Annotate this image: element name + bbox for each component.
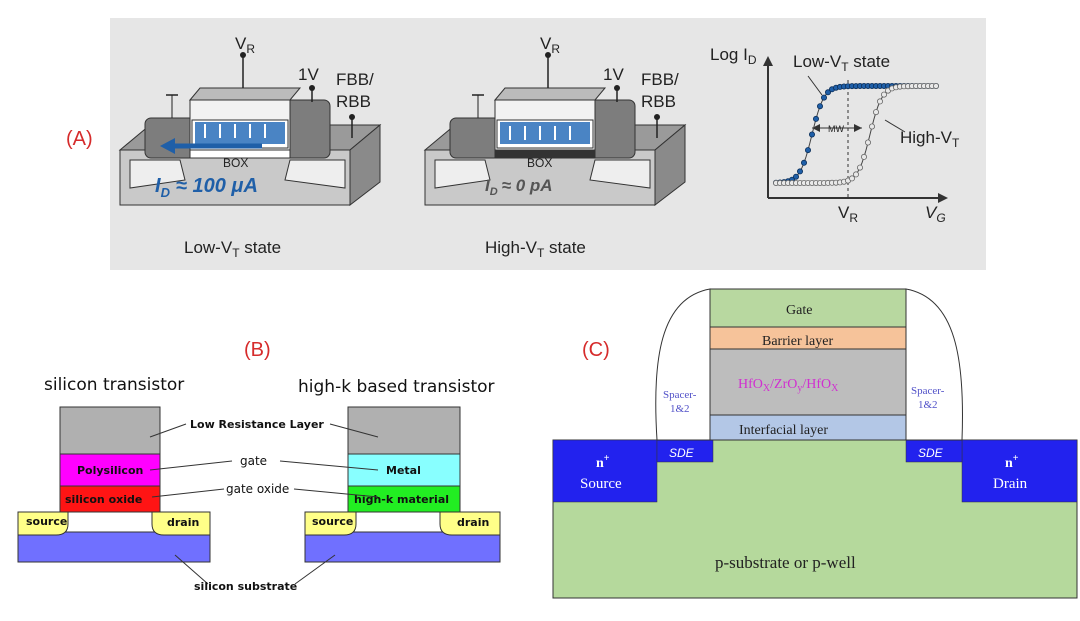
low-vt-point (797, 168, 804, 175)
low-vt-point (825, 89, 832, 96)
high-vt-point (865, 139, 872, 146)
right-metal-label: Metal (386, 464, 421, 477)
device-high-fbb-label: FBB/ (641, 70, 679, 89)
low-vt-point (805, 147, 812, 154)
right-high-k (347, 485, 461, 513)
c-gate-label: Gate (786, 303, 812, 318)
graph-mw-label: MW (828, 124, 844, 134)
silicon-substrate-label: silicon substrate (194, 580, 297, 593)
right-high-k-label: high-k material (354, 493, 449, 506)
right-drain (439, 511, 501, 536)
left-source (17, 511, 69, 536)
c-substrate-label: p-substrate or p-well (715, 553, 856, 572)
device-low-1v-label: 1V (298, 65, 319, 84)
high-vt-point (933, 83, 940, 90)
c-source-label: Source (580, 476, 622, 492)
graph-high-label: High-VT (900, 128, 960, 150)
device-low-vr-label: VR (235, 34, 255, 56)
c-drain-label: Drain (993, 476, 1028, 492)
graph-low-label: Low-VT state (793, 52, 890, 74)
silicon-transistor (17, 406, 211, 563)
low-res-layer-label: Low Resistance Layer (190, 418, 324, 431)
c-interfacial (709, 414, 907, 441)
left-low-res-layer (59, 406, 161, 455)
high-vt-point (853, 171, 860, 178)
graph-y-label: Log ID (710, 45, 757, 67)
low-vt-point (801, 159, 808, 166)
low-vt-point (813, 115, 820, 122)
panel-a-label: (A) (66, 128, 93, 150)
low-vt-point (821, 94, 828, 101)
device-high-1v-label: 1V (603, 65, 624, 84)
high-vt-curve (773, 83, 940, 186)
high-vt-point (877, 98, 884, 105)
panel-c-label: (C) (582, 339, 610, 361)
left-transistor-title: silicon transistor (44, 375, 184, 395)
device-high-caption: High-VT state (485, 238, 586, 260)
device-high-rbb-label: RBB (641, 92, 676, 111)
c-spacer-left (655, 288, 711, 441)
c-spacer-right-label-2: 1&2 (918, 399, 938, 411)
high-k-transistor (304, 406, 501, 563)
right-substrate (304, 531, 501, 563)
gate-label: gate (240, 454, 267, 468)
device-low-current-label: ID≈ 100 μA (155, 175, 258, 200)
device-low-box-label: BOX (223, 156, 248, 170)
right-source-label: source (312, 515, 353, 528)
c-nplus-drain-label: n+ (1005, 453, 1019, 471)
left-drain-label: drain (167, 516, 199, 529)
c-spacer-right (905, 288, 963, 441)
graph-x-label: VG (925, 203, 946, 225)
device-high-current-label: ID≈ 0 pA (485, 176, 553, 198)
device-low-fbb-label: FBB/ (336, 70, 374, 89)
left-drain (151, 511, 211, 536)
c-nplus-source-label: n+ (596, 453, 610, 471)
device-high-vt (423, 52, 687, 207)
c-spacer-left-label-1: Spacer- (663, 389, 697, 401)
device-low-rbb-label: RBB (336, 92, 371, 111)
device-low-vt (118, 52, 382, 207)
device-low-caption: Low-VT state (184, 238, 281, 260)
c-interfacial-label: Interfacial layer (739, 423, 828, 438)
mosfet-cross-section (552, 288, 1078, 599)
right-transistor-title: high-k based transistor (298, 377, 495, 397)
low-vt-point (809, 131, 816, 138)
c-barrier-label: Barrier layer (762, 334, 833, 349)
left-substrate (17, 531, 211, 563)
device-high-vr-label: VR (540, 34, 560, 56)
c-nplus-source (552, 439, 658, 503)
graph-vr-label: VR (838, 203, 858, 225)
c-sde-right-label: SDE (918, 446, 944, 460)
device-high-box-label: BOX (527, 156, 552, 170)
left-silicon-oxide (59, 485, 161, 513)
c-gate (709, 288, 907, 328)
high-vt-point (881, 91, 888, 98)
callout-lines (149, 423, 379, 585)
c-high-k-stack (709, 348, 907, 416)
low-vt-point (817, 103, 824, 110)
right-drain-label: drain (457, 516, 489, 529)
panel-b-label: (B) (244, 339, 271, 361)
id-vg-graph (763, 56, 948, 203)
right-low-res-layer (347, 406, 461, 455)
c-nplus-drain (961, 439, 1078, 503)
c-stack-label: HfOX/ZrOy/HfOX (738, 377, 839, 394)
high-vt-point (869, 123, 876, 130)
low-vt-point (793, 173, 800, 180)
left-polysilicon-label: Polysilicon (77, 464, 143, 477)
left-source-label: source (26, 515, 67, 528)
gate-oxide-label: gate oxide (226, 482, 289, 496)
c-spacer-right-label-1: Spacer- (911, 385, 945, 397)
left-polysilicon (59, 453, 161, 487)
high-vt-point (861, 153, 868, 160)
c-spacer-left-label-2: 1&2 (670, 403, 690, 415)
right-source (304, 511, 357, 536)
left-oxide-label: silicon oxide (65, 493, 142, 506)
c-sde-left-label: SDE (669, 446, 695, 460)
right-metal (347, 453, 461, 487)
high-vt-point (873, 109, 880, 116)
high-vt-point (849, 175, 856, 182)
high-vt-point (857, 164, 864, 171)
